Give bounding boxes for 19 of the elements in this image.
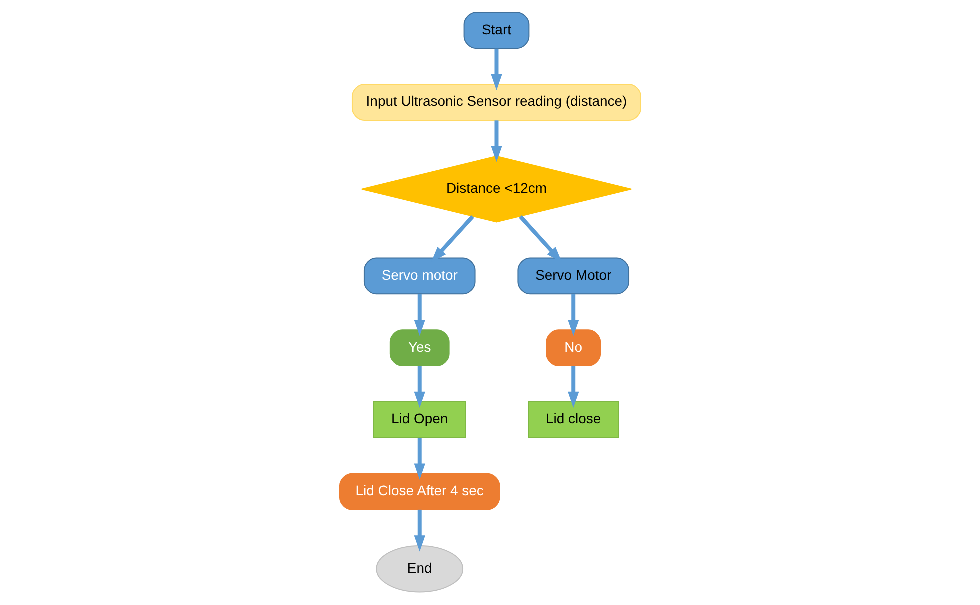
node-diamond: Distance <12cm	[360, 156, 632, 223]
node-box: Input Ultrasonic Sensor reading (distance)	[351, 84, 641, 121]
node-box: Lid Open	[372, 402, 466, 438]
node-box: Servo Motor	[517, 258, 630, 295]
arrow	[414, 294, 425, 336]
arrow	[414, 366, 425, 408]
node-ellipse: End	[376, 545, 464, 593]
arrow	[490, 48, 502, 90]
arrow	[414, 510, 425, 552]
node-box: Lid close	[528, 402, 619, 438]
node-box: No	[546, 330, 601, 367]
node-box: Lid Close After 4 sec	[339, 473, 500, 510]
arrow	[490, 120, 502, 162]
arrow	[568, 366, 579, 408]
node-box: Servo motor	[363, 258, 476, 295]
arrow	[568, 294, 579, 336]
arrow	[414, 438, 425, 480]
node-box: Yes	[389, 330, 450, 367]
node-box: Start	[463, 12, 530, 50]
